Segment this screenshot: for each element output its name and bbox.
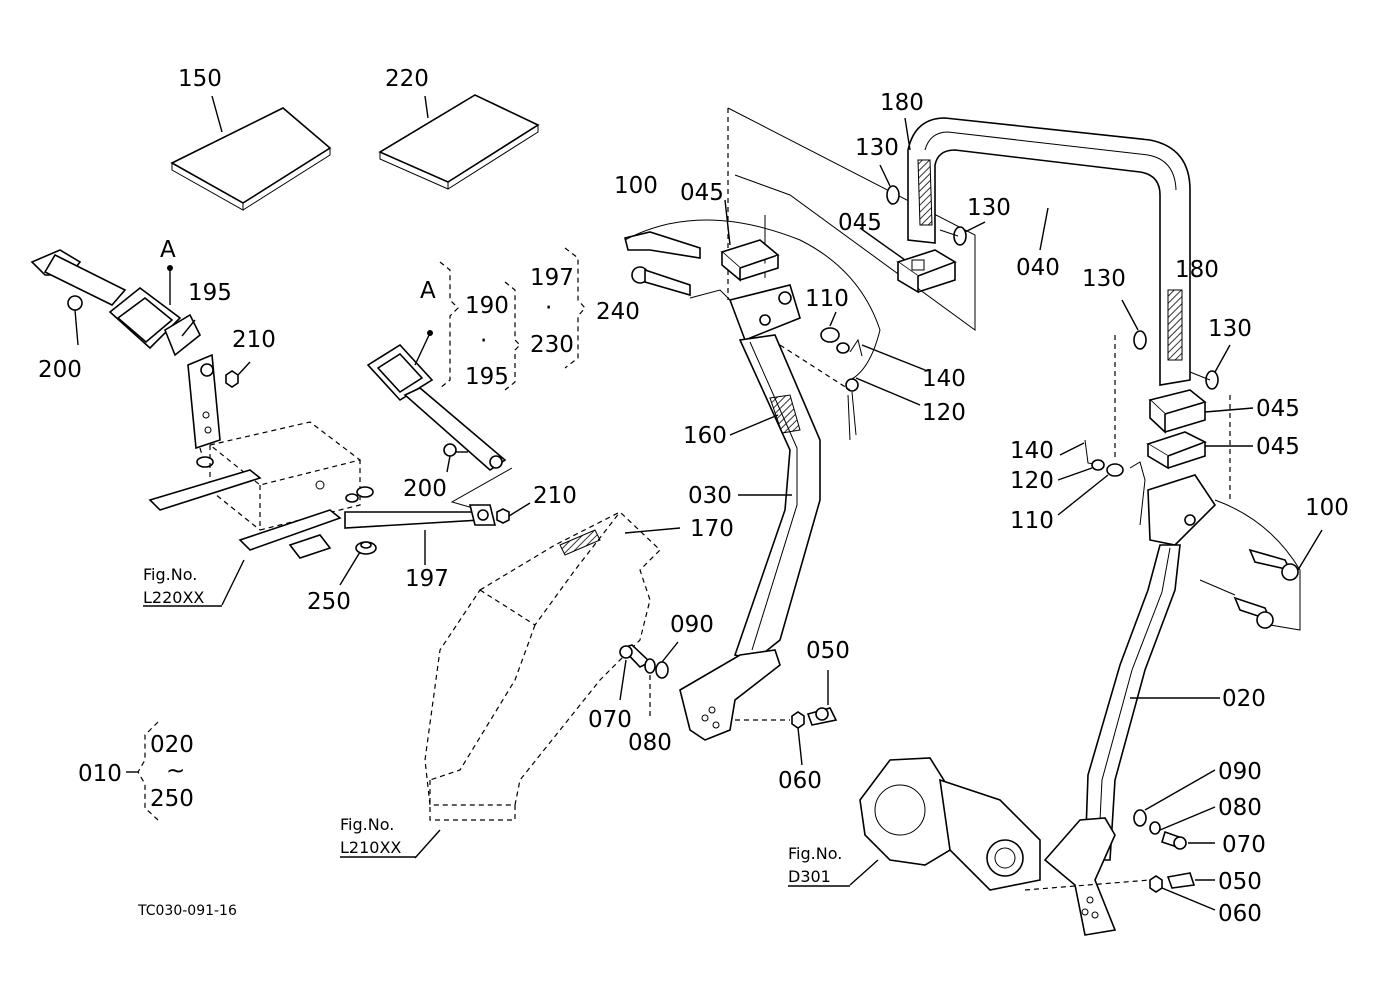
label-090-right: 090 [1218, 759, 1262, 785]
label-190: 190 [465, 293, 509, 319]
label-dot-2: · [545, 295, 552, 321]
rops-frame-030 [679, 107, 976, 741]
part-labels: 150 220 100 045 180 130 045 130 040 130 … [38, 66, 1349, 927]
label-a-mid: A [420, 278, 436, 304]
seat-belt-buckle-mid [366, 330, 513, 511]
label-060-right: 060 [1218, 901, 1262, 927]
fig-d301-code: D301 [788, 867, 831, 886]
roll-bar-040 [904, 117, 1191, 386]
bolt-washer-070-080-090 [619, 641, 679, 718]
label-070-right: 070 [1222, 832, 1266, 858]
label-210-left: 210 [232, 327, 276, 353]
label-240: 240 [596, 299, 640, 325]
hinge-pin-right [1199, 499, 1323, 631]
fig-d301-title: Fig.No. [788, 844, 842, 863]
seat-base-bracket [148, 421, 374, 606]
mount-bracket-left [187, 353, 251, 468]
washers-130 [879, 164, 1231, 390]
label-080-right: 080 [1218, 795, 1262, 821]
range-bracket-010 [126, 721, 159, 821]
label-040: 040 [1016, 255, 1060, 281]
label-180-right: 180 [1175, 257, 1219, 283]
label-110-mid: 110 [805, 286, 849, 312]
latch-045-top [859, 227, 957, 294]
label-197-bottom: 197 [405, 566, 449, 592]
label-140-mid: 140 [922, 366, 966, 392]
fig-l220-code: L220XX [143, 588, 204, 607]
label-120-mid: 120 [922, 400, 966, 426]
range-tilde: ~ [166, 758, 185, 784]
label-195-mid: 195 [465, 364, 509, 390]
label-220: 220 [385, 66, 429, 92]
range-020: 020 [150, 732, 194, 758]
bolt-050-060-mid [791, 670, 838, 766]
fig-l210-title: Fig.No. [340, 815, 394, 834]
label-197-top: 197 [530, 265, 574, 291]
label-200-left: 200 [38, 357, 82, 383]
label-a-left: A [160, 237, 176, 263]
latch-045-left [720, 199, 780, 282]
label-080-mid: 080 [628, 730, 672, 756]
label-070-mid: 070 [588, 707, 632, 733]
transmission-housing [849, 757, 1041, 891]
label-170: 170 [690, 516, 734, 542]
hinge-pin-left [624, 219, 881, 381]
fig-l220-title: Fig.No. [143, 565, 197, 584]
range-250: 250 [150, 786, 194, 812]
anchor-bracket-mid [339, 502, 531, 586]
fender-dashed [414, 511, 681, 859]
manual-150 [170, 95, 332, 211]
label-045-top-left: 045 [680, 180, 724, 206]
bolt-washer-right [1133, 769, 1216, 911]
label-090-mid: 090 [670, 612, 714, 638]
label-020-right: 020 [1222, 686, 1266, 712]
label-100-left: 100 [614, 173, 658, 199]
range-010: 010 [78, 761, 122, 787]
label-045-right-b: 045 [1256, 434, 1300, 460]
label-200-mid: 200 [403, 476, 447, 502]
label-130-right: 130 [1082, 266, 1126, 292]
label-100-right: 100 [1305, 495, 1349, 521]
label-050-right: 050 [1218, 869, 1262, 895]
kit-bracket-group [439, 247, 586, 391]
washer-nut-110-140-120 [779, 311, 926, 441]
label-110-right: 110 [1010, 508, 1054, 534]
rops-frame-020 [1024, 335, 1231, 936]
label-030: 030 [688, 483, 732, 509]
drawing-code: TC030-091-16 [137, 903, 237, 919]
manual-220 [378, 94, 540, 190]
label-120-right: 120 [1010, 468, 1054, 494]
label-210-mid: 210 [533, 483, 577, 509]
label-130-top-left: 130 [855, 135, 899, 161]
label-dot-1: · [480, 328, 487, 354]
label-050-mid: 050 [806, 638, 850, 664]
seat-belt-buckle-left [30, 249, 202, 357]
label-250-mid: 250 [307, 589, 351, 615]
label-045-top-mid: 045 [838, 210, 882, 236]
label-150: 150 [178, 66, 222, 92]
fig-l210-code: L210XX [340, 838, 401, 857]
label-060-mid: 060 [778, 768, 822, 794]
label-130-right-lower: 130 [1208, 316, 1252, 342]
label-140-right: 140 [1010, 438, 1054, 464]
label-130-top-right: 130 [967, 195, 1011, 221]
washer-nut-right [1057, 439, 1146, 526]
label-195-left: 195 [188, 280, 232, 306]
label-160: 160 [683, 423, 727, 449]
latch-045-right [1146, 389, 1254, 470]
label-045-right-a: 045 [1256, 396, 1300, 422]
label-230: 230 [530, 332, 574, 358]
label-180-top: 180 [880, 90, 924, 116]
